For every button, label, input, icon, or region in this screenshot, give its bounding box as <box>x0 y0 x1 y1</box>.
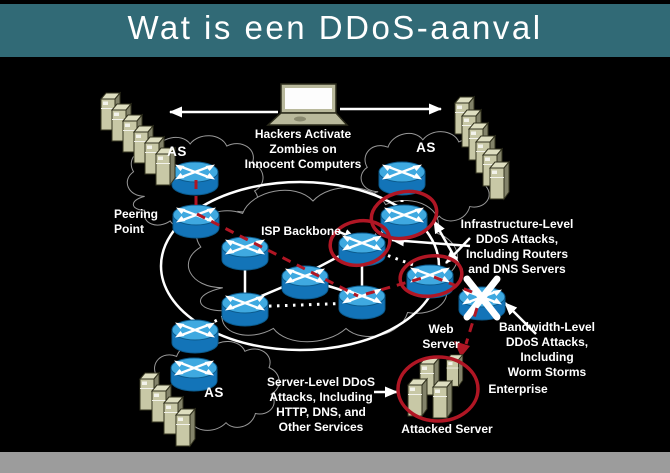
label-hackers-note: Hackers Activate Zombies on Innocent Com… <box>244 127 362 171</box>
attack-target-circles <box>328 189 464 299</box>
circle-backbone-east-router <box>328 218 392 268</box>
label-enterprise: Enterprise <box>488 382 548 396</box>
label-web-server: Web Server <box>422 322 460 351</box>
arrow-infra-1 <box>391 235 471 248</box>
attack-path <box>194 180 479 345</box>
router-southwest-link <box>170 318 220 355</box>
attacked-server-group <box>396 354 480 423</box>
circle-east-router <box>398 253 464 299</box>
router-backbone-west <box>220 235 270 272</box>
label-as-top-right: AS <box>416 140 436 155</box>
label-as-bottom-left: AS <box>204 385 224 400</box>
router-backbone-southwest <box>220 291 270 328</box>
hacker-laptop-icon <box>266 83 349 126</box>
router-as-top-right <box>377 160 427 197</box>
blocked-router-x-icon <box>463 275 501 321</box>
label-infrastructure-note: Infrastructure-Level DDoS Attacks, Inclu… <box>460 217 574 276</box>
label-server-level-note: Server-Level DDoS Attacks, Including HTT… <box>266 375 376 434</box>
label-isp-backbone: ISP Backbone <box>261 224 341 238</box>
router-backbone-center <box>280 264 330 301</box>
label-attacked-server: Attacked Server <box>401 422 493 436</box>
arrow-bandwidth <box>504 302 537 335</box>
attack-arrowhead <box>454 341 470 357</box>
label-as-top-left: AS <box>167 144 187 159</box>
slide-title: Wat is een DDoS-aanval <box>127 9 543 46</box>
label-peering-point: Peering Point <box>114 207 159 236</box>
footer-bar <box>0 452 670 473</box>
router-as-top-left <box>170 160 220 197</box>
circle-attacked-server <box>396 355 480 423</box>
title-bar <box>0 4 670 57</box>
label-bandwidth-note: Bandwidth-Level DDoS Attacks, Including … <box>498 320 596 379</box>
